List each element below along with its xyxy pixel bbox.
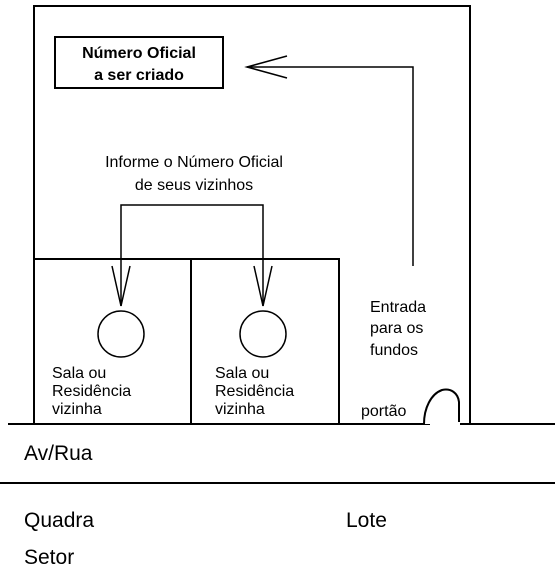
neighbor-right-line2: Residência [215,383,294,400]
neighbor-left-line2: Residência [52,383,131,400]
back-entry-arrowhead [244,55,288,79]
back-entry-arrow-line [247,66,414,266]
neighbor-note-line2: de seus vizinhos [135,177,253,194]
neighbor-marker-left [97,310,145,358]
neighbor-left-line1: Sala ou [52,365,106,382]
neighbor-note-line1: Informe o Número Oficial [105,154,283,171]
gate-label: portão [361,403,406,420]
block-label: Quadra [24,509,94,532]
back-entry-line1: Entrada [370,299,426,316]
gate-icon [423,388,460,425]
lot-outline [33,5,471,424]
street-label: Av/Rua [24,442,93,465]
back-entry-line2: para os [370,320,423,337]
official-number-line2: a ser criado [94,67,184,84]
neighbor-right-line3: vizinha [215,401,265,418]
sector-label: Setor [24,546,74,569]
gate-opening [430,422,460,426]
arrowhead-left [111,265,131,307]
neighbor-bracket [120,204,264,306]
arrowhead-right [253,265,273,307]
lot-label: Lote [346,509,387,532]
neighbor-left-line3: vizinha [52,401,102,418]
neighbor-marker-right [239,310,287,358]
neighbor-right-line1: Sala ou [215,365,269,382]
back-entry-line3: fundos [370,342,418,359]
official-number-box [54,36,224,89]
official-number-line1: Número Oficial [82,45,196,62]
